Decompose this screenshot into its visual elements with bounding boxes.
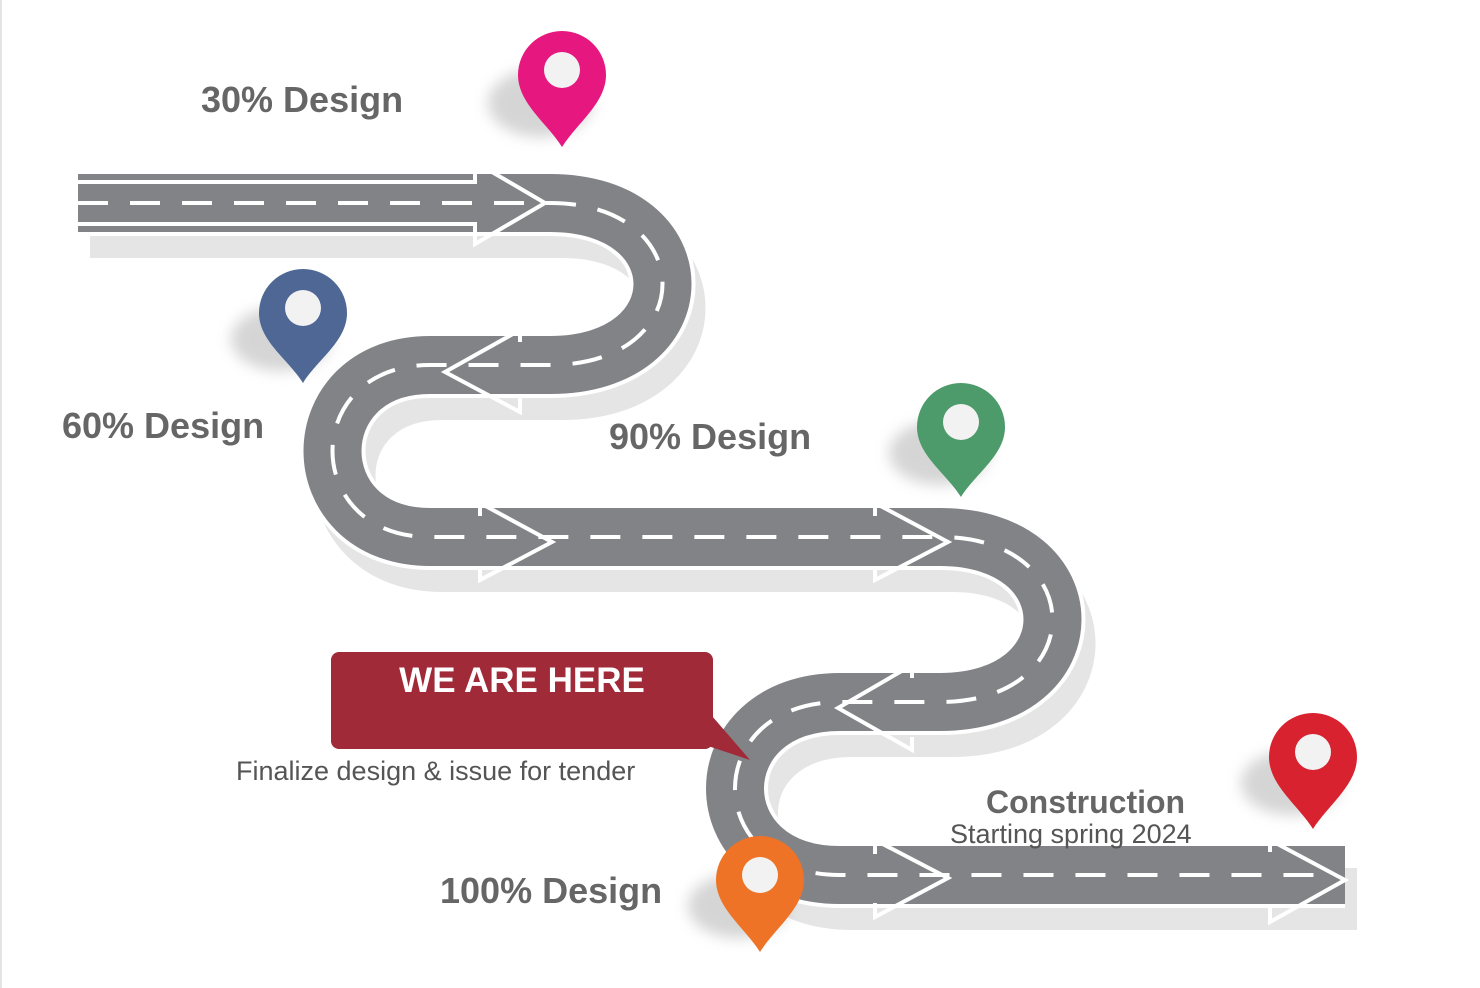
arrow-outline-1 xyxy=(78,158,549,248)
pin-90 xyxy=(889,383,1005,497)
arrow-outline-5 xyxy=(833,661,914,754)
we-are-here-callout: WE ARE HERE xyxy=(331,652,713,749)
callout-title: WE ARE HERE xyxy=(399,661,645,700)
pin-100 xyxy=(688,836,804,952)
arrow-outline-7 xyxy=(1268,836,1350,926)
arrow-outline-3 xyxy=(478,499,557,584)
arrow-outline-4 xyxy=(873,499,953,584)
arrow-outline-6 xyxy=(873,836,953,921)
arrow-outline-2 xyxy=(440,326,522,416)
left-border-line xyxy=(0,0,2,988)
pin-60 xyxy=(231,269,347,383)
pin-30 xyxy=(488,31,606,147)
callout-note: Finalize design & issue for tender xyxy=(236,756,636,786)
milestone-label-30: 30% Design xyxy=(201,79,404,120)
pin-construction xyxy=(1241,713,1357,829)
milestone-label-60: 60% Design xyxy=(62,405,265,446)
construction-note: Starting spring 2024 xyxy=(950,819,1192,849)
milestone-label-100: 100% Design xyxy=(440,870,663,911)
milestone-label-90: 90% Design xyxy=(609,416,812,457)
milestone-label-construction: Construction xyxy=(986,784,1186,820)
